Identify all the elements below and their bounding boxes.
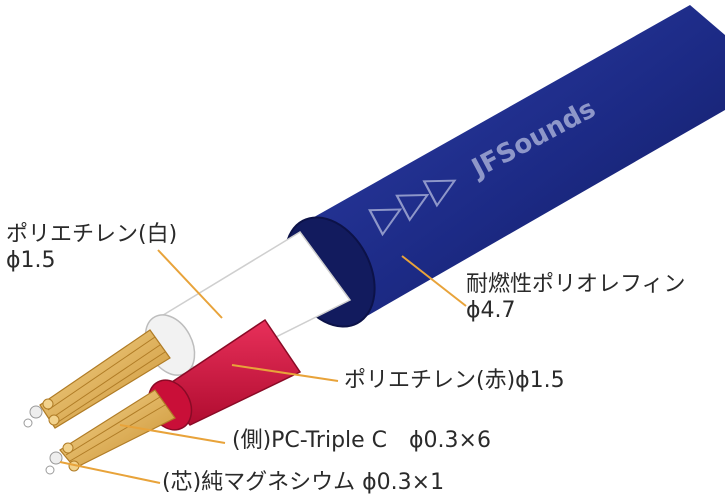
- copper-strands-upper: [23, 329, 171, 429]
- label-side-conductor: (側)PC-Triple C ϕ0.3×6: [232, 428, 491, 453]
- leader-line-jacket: [401, 255, 467, 307]
- leader-lines: [59, 249, 467, 484]
- label-white-insulation-size: ϕ1.5: [6, 248, 56, 273]
- label-jacket-name: 耐燃性ポリオレフィン: [466, 272, 686, 297]
- leader-line-red: [231, 364, 339, 382]
- label-white-insulation-name: ポリエチレン(白): [6, 222, 178, 247]
- label-white-insulation: ポリエチレン(白) ϕ1.5: [6, 222, 177, 274]
- red-insulation-segment: [147, 318, 302, 431]
- copper-strands-lower: [45, 389, 176, 475]
- leader-line-core: [59, 461, 161, 484]
- label-core-conductor: (芯)純マグネシウム ϕ0.3×1: [162, 470, 445, 495]
- leader-line-white: [157, 249, 223, 319]
- leader-line-side: [119, 424, 226, 444]
- label-jacket-size: ϕ4.7: [466, 298, 516, 323]
- label-jacket: 耐燃性ポリオレフィン ϕ4.7: [466, 272, 686, 324]
- label-red-insulation: ポリエチレン(赤)ϕ1.5: [344, 368, 565, 393]
